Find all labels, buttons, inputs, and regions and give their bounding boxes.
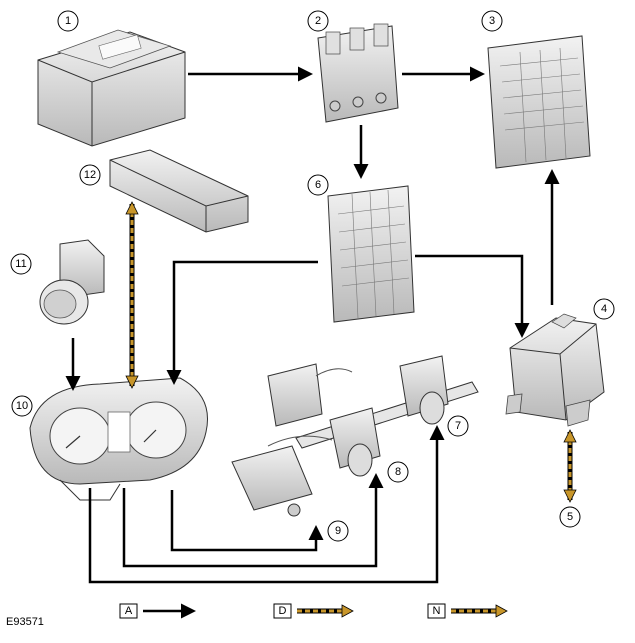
instrument-cluster-component (29, 377, 208, 501)
svg-text:7: 7 (455, 420, 461, 432)
fuse-box-central-component (327, 185, 415, 323)
callout-2: 2 (307, 10, 329, 32)
callout-4: 4 (593, 298, 615, 320)
svg-text:D: D (279, 605, 287, 617)
callout-11: 11 (10, 253, 32, 275)
legend-n: N (427, 603, 508, 619)
callout-12: 12 (79, 164, 101, 186)
wire-6-to-10 (166, 260, 318, 385)
callout-7: 7 (447, 415, 469, 437)
svg-text:2: 2 (315, 15, 321, 27)
wire-6-to-4 (415, 254, 530, 338)
callout-9: 9 (327, 520, 349, 542)
legend-a: A (119, 603, 196, 619)
link-10-12-arrow-top (125, 201, 139, 215)
svg-text:6: 6 (315, 179, 321, 191)
svg-text:8: 8 (395, 466, 401, 478)
solid-wires (65, 66, 560, 584)
svg-text:9: 9 (335, 525, 341, 537)
svg-text:4: 4 (601, 303, 607, 315)
steering-lock-module-component (505, 313, 605, 427)
link-4-5-arrow-top (563, 429, 577, 443)
svg-text:11: 11 (15, 258, 26, 270)
svg-text:A: A (125, 605, 133, 617)
svg-text:1: 1 (65, 15, 71, 27)
wire-10-to-7 (88, 425, 445, 584)
callout-3: 3 (481, 10, 503, 32)
dashed-links (125, 201, 577, 503)
control-module-component (109, 149, 249, 233)
svg-text:10: 10 (16, 400, 28, 412)
link-4-5-arrow-bottom (563, 489, 577, 503)
link-10-12-arrow-bottom (125, 375, 139, 389)
callout-8: 8 (387, 461, 409, 483)
callout-6: 6 (307, 174, 329, 196)
start-button-switch-component (39, 239, 105, 325)
figure-code: E93571 (6, 616, 44, 628)
svg-text:5: 5 (567, 511, 573, 523)
fuse-box-upper-component (487, 35, 591, 169)
callout-1: 1 (57, 10, 79, 32)
fuse-link-block-component (317, 23, 399, 123)
svg-text:12: 12 (84, 169, 96, 181)
steering-column-component (231, 355, 479, 517)
callout-10: 10 (11, 395, 33, 417)
wire-10-to-9 (170, 490, 324, 552)
legend-d: D (273, 603, 354, 619)
battery-component (37, 29, 186, 147)
wire-10-to-8 (122, 473, 384, 568)
svg-text:3: 3 (489, 15, 495, 27)
svg-text:N: N (433, 605, 441, 617)
callout-5: 5 (559, 506, 581, 528)
